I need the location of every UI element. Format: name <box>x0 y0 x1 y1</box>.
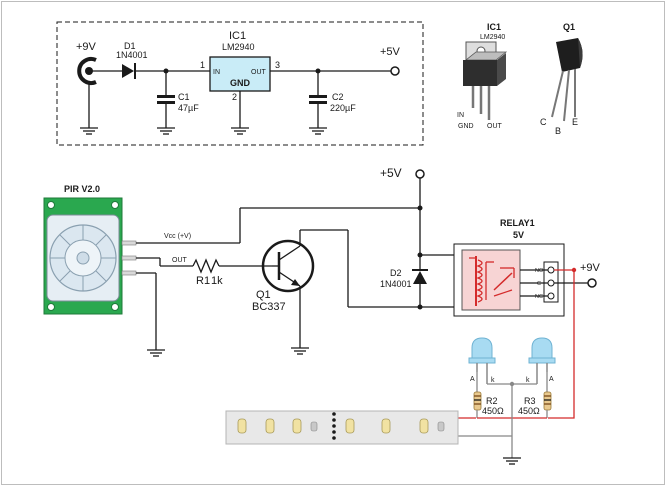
ground-icon <box>157 127 175 135</box>
ic1-ref: IC1 <box>229 30 246 42</box>
q1-pinout: Q1 C B E <box>540 22 583 136</box>
resistor-r2 <box>473 372 482 418</box>
pinout-ic1-pin-in: IN <box>457 112 464 119</box>
ic1-gnd-label: GND <box>230 78 251 88</box>
relay-supply-terminal <box>587 278 597 288</box>
r1-ref: R1 <box>196 275 210 287</box>
to220-package-icon <box>463 41 508 120</box>
ground-icon <box>309 127 327 135</box>
relay-nc-label: NC <box>535 294 543 300</box>
pinout-q1-ref: Q1 <box>563 22 575 32</box>
relay-ref: RELAY1 <box>500 218 535 228</box>
relay-c-label: C <box>537 281 541 287</box>
diode-d2 <box>412 269 428 284</box>
led-right-anode: A <box>549 376 554 383</box>
ic1-pin-gnd: 2 <box>232 92 237 102</box>
main-section: +5V PIR V2.0 Vcc (+V) OUT <box>43 166 601 465</box>
r2-value: 450Ω <box>482 406 504 416</box>
resistor-r3 <box>543 372 552 418</box>
led-icon <box>468 337 496 384</box>
led-left-cathode: k <box>491 377 495 384</box>
d2-part: 1N4001 <box>380 279 412 289</box>
ic1-part: LM2940 <box>222 42 255 52</box>
supply-output-terminal <box>390 66 400 76</box>
led-strip-icon <box>225 410 459 445</box>
q1-part: BC337 <box>252 301 286 313</box>
supply-input-label: +9V <box>76 41 97 53</box>
led-left-anode: A <box>470 376 475 383</box>
pinout-ic1-ref: IC1 <box>487 22 501 32</box>
pir-label: PIR V2.0 <box>64 184 100 194</box>
c2-value: 220µF <box>330 103 356 113</box>
capacitor-c2 <box>309 71 327 128</box>
ic1-pinout: IC1 LM2940 IN GND OUT <box>457 22 508 130</box>
pir-vcc-label: Vcc (+V) <box>164 233 191 240</box>
main-supply-terminal <box>415 169 425 179</box>
pinout-q1-pin-e: E <box>572 117 578 127</box>
r1-value: 1k <box>211 275 223 287</box>
pinout-q1-pin-c: C <box>540 117 547 127</box>
relay-icon <box>453 243 565 317</box>
d2-ref: D2 <box>390 268 402 278</box>
relay-voltage: 5V <box>513 230 524 240</box>
led-right-cathode: k <box>526 377 530 384</box>
pinout-ic1-part: LM2940 <box>480 34 505 41</box>
ic1-pin-out: 3 <box>275 60 280 70</box>
ic1-pin-in: 1 <box>200 60 205 70</box>
ground-icon <box>503 457 521 465</box>
ground-icon <box>147 349 165 357</box>
transistor-q1 <box>261 230 315 348</box>
supply-section: +9V D1 1N4001 C1 47µF IC1 <box>56 21 424 146</box>
ic1-out-label: OUT <box>251 69 267 76</box>
q1-ref: Q1 <box>256 289 271 301</box>
c2-ref: C2 <box>332 92 344 102</box>
ground-icon <box>291 347 309 355</box>
c1-ref: C1 <box>178 92 190 102</box>
r2-ref: R2 <box>486 396 498 406</box>
r3-value: 450Ω <box>518 406 540 416</box>
supply-dashed-box <box>56 21 424 146</box>
r3-ref: R3 <box>524 396 536 406</box>
ic1-in-label: IN <box>213 69 220 76</box>
ground-icon <box>231 127 249 135</box>
relay-no-label: NO <box>535 268 544 274</box>
supply-output-label: +5V <box>380 46 401 58</box>
pinout-ic1-pin-out: OUT <box>487 123 503 130</box>
capacitor-c1 <box>157 71 175 128</box>
d1-ref: D1 <box>124 41 136 51</box>
pinout-q1-pin-b: B <box>555 126 561 136</box>
diode-d1 <box>122 63 136 79</box>
pinout-ic1-pin-gnd: GND <box>458 123 474 130</box>
c1-value: 47µF <box>178 103 199 113</box>
to92-package-icon <box>551 38 583 122</box>
d1-part: 1N4001 <box>116 50 148 60</box>
pir-sensor-icon <box>43 197 137 315</box>
resistor-r1 <box>192 258 220 274</box>
pir-out-label: OUT <box>172 257 188 264</box>
main-supply-label: +5V <box>380 166 402 180</box>
ground-icon <box>80 127 98 135</box>
relay-supply-label: +9V <box>580 262 601 274</box>
led-icon <box>528 337 556 384</box>
